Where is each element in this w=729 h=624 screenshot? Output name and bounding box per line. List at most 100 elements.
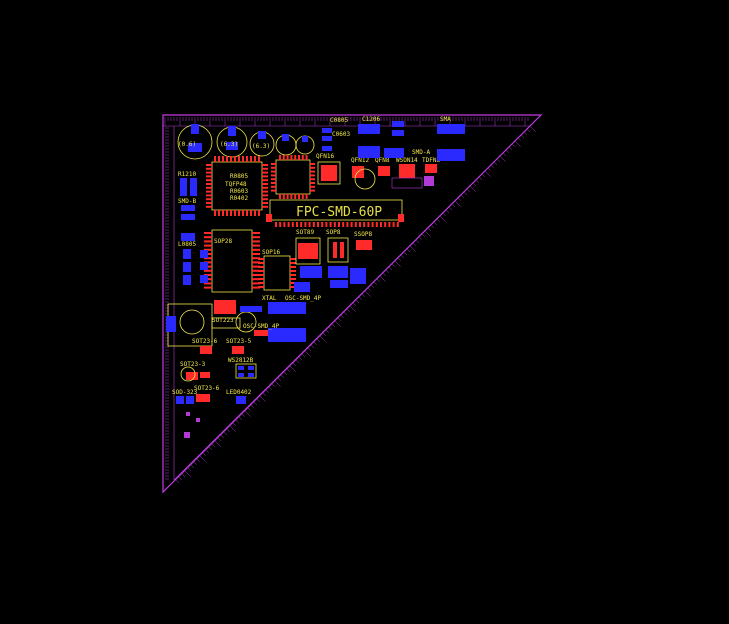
tick bbox=[463, 191, 467, 195]
tick bbox=[259, 395, 266, 402]
pad bbox=[271, 174, 276, 177]
pad bbox=[287, 222, 290, 227]
pad bbox=[271, 189, 276, 192]
pad bbox=[388, 222, 391, 227]
tick bbox=[475, 179, 479, 183]
pad bbox=[258, 258, 264, 260]
cap1-label: (0.6) bbox=[178, 141, 196, 148]
pad bbox=[252, 232, 260, 234]
tick bbox=[316, 338, 320, 342]
pad bbox=[204, 248, 212, 251]
pad bbox=[271, 170, 276, 173]
tick bbox=[217, 437, 221, 441]
tick bbox=[412, 242, 416, 246]
tick bbox=[238, 416, 242, 420]
pad bbox=[206, 179, 212, 182]
tick bbox=[355, 299, 359, 303]
osc2-label: OSC-SMD_4P bbox=[243, 323, 280, 330]
tick bbox=[469, 185, 476, 192]
tick bbox=[208, 446, 212, 450]
pad bbox=[300, 222, 303, 227]
pad bbox=[204, 257, 212, 260]
c1206-label: C1206 bbox=[362, 116, 380, 123]
pad bbox=[294, 155, 297, 160]
pad bbox=[342, 222, 345, 227]
tick bbox=[454, 200, 461, 207]
tick bbox=[211, 443, 215, 447]
sot23-5-label: SOT23-5 bbox=[226, 338, 252, 345]
pad bbox=[222, 156, 224, 162]
pad bbox=[252, 274, 260, 276]
tick bbox=[298, 356, 302, 360]
pad bbox=[290, 194, 293, 199]
tick bbox=[523, 131, 527, 135]
tdfn8-label: TDFN8 bbox=[422, 157, 440, 164]
tick bbox=[460, 194, 464, 198]
pad bbox=[310, 185, 315, 188]
tick bbox=[361, 293, 365, 297]
pad bbox=[204, 240, 212, 243]
tick bbox=[262, 392, 266, 396]
sot89-label: SOT89 bbox=[296, 229, 314, 236]
tick bbox=[322, 332, 326, 336]
pad bbox=[296, 222, 298, 227]
pad bbox=[304, 222, 307, 227]
c0603-label: C0603 bbox=[332, 131, 350, 138]
pad bbox=[290, 262, 296, 264]
tick bbox=[484, 170, 491, 177]
ssop-footprint bbox=[356, 240, 372, 250]
pad bbox=[286, 155, 289, 160]
sot223-label: SOT223 bbox=[212, 317, 234, 324]
osc-label: OSC-SMD_4P bbox=[285, 295, 322, 302]
tick bbox=[436, 218, 440, 222]
pad bbox=[310, 182, 315, 184]
tick bbox=[253, 401, 257, 405]
pad bbox=[384, 222, 387, 227]
tick bbox=[256, 398, 260, 402]
pad bbox=[301, 194, 304, 199]
r0805-label: R0805 bbox=[230, 173, 248, 180]
pad bbox=[206, 167, 212, 170]
tick bbox=[175, 479, 179, 483]
sod-label: SOD-323 bbox=[172, 389, 198, 396]
pad bbox=[206, 186, 212, 189]
smd-b-label: SMD-B bbox=[178, 198, 196, 205]
pad bbox=[354, 222, 357, 227]
tick bbox=[271, 383, 275, 387]
pad bbox=[258, 262, 264, 264]
pad bbox=[350, 222, 353, 227]
osc-smd-footprint bbox=[235, 306, 268, 336]
pad bbox=[252, 269, 260, 272]
pad bbox=[262, 175, 268, 178]
tick bbox=[343, 311, 347, 315]
tick bbox=[502, 152, 506, 156]
tick bbox=[247, 407, 251, 411]
tick bbox=[205, 449, 209, 453]
tick bbox=[241, 413, 245, 417]
pad bbox=[218, 210, 220, 216]
top-right-parts bbox=[322, 121, 465, 161]
smd-a-label: SMD-A bbox=[412, 149, 430, 156]
tick bbox=[319, 335, 326, 342]
tick bbox=[496, 158, 500, 162]
pad bbox=[363, 222, 366, 227]
tick bbox=[280, 374, 284, 378]
pad bbox=[262, 179, 268, 182]
tick bbox=[340, 314, 344, 318]
pad bbox=[254, 156, 256, 162]
tick bbox=[349, 305, 356, 312]
tick bbox=[418, 236, 422, 240]
pad bbox=[282, 155, 285, 160]
pad bbox=[290, 278, 296, 280]
pad bbox=[290, 258, 296, 260]
pad bbox=[254, 210, 256, 216]
sop8-footprint bbox=[327, 237, 349, 263]
c0805-label: C0805 bbox=[330, 117, 348, 124]
pad bbox=[204, 244, 212, 247]
pad bbox=[252, 261, 260, 264]
pad bbox=[329, 222, 332, 227]
hyp-ruler bbox=[173, 125, 531, 481]
pad bbox=[262, 194, 268, 197]
pad bbox=[222, 210, 224, 216]
